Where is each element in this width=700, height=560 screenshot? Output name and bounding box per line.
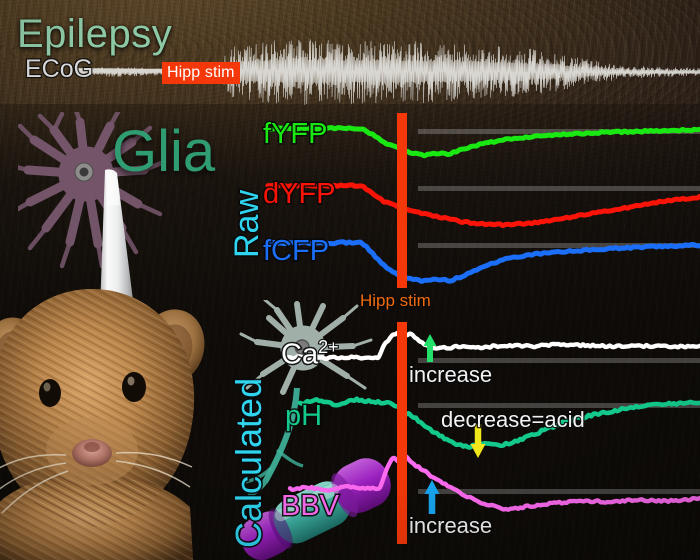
trace-label-calcium-base: Ca (279, 337, 319, 372)
stim-marker-calculated (397, 322, 407, 544)
trace-label-bbv: BBV (279, 489, 340, 524)
mouse-head-illustration (0, 289, 205, 560)
page-title-glia: Glia (112, 123, 215, 181)
trace-label-ph: pH (283, 399, 323, 434)
trace-label-fyfp: fYFP (261, 117, 328, 152)
trace-label-calcium: Ca2+ (279, 336, 340, 372)
trace-label-dyfp: dYFP (262, 177, 338, 212)
trace-label-calcium-charge: 2+ (317, 336, 340, 358)
ecog-stim-badge: Hipp stim (162, 62, 240, 85)
page-title-epilepsy: Epilepsy (17, 14, 172, 54)
ecog-label: ECoG (24, 55, 95, 83)
trace-label-fcfp: fCFP (261, 234, 330, 269)
stim-marker-raw (397, 113, 407, 288)
annotation-calcium-increase: increase (408, 361, 494, 389)
annotation-bbv-increase: increase (408, 512, 494, 540)
stim-axis-label: Hipp stim (360, 292, 431, 309)
annotation-ph-decrease: decrease=acid (440, 406, 586, 434)
